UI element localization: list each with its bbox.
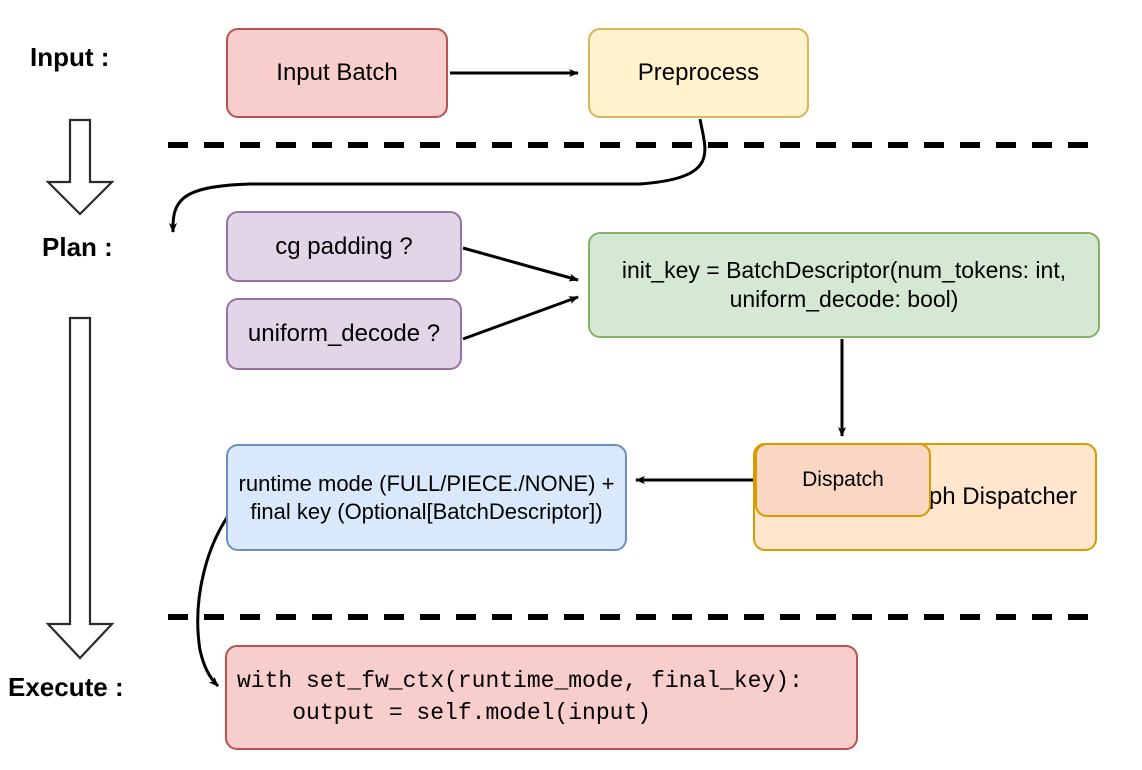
node-input-batch[interactable]: Input Batch (226, 28, 448, 118)
node-cg-padding[interactable]: cg padding ? (226, 211, 462, 282)
input-to-plan-arrow (45, 118, 115, 216)
connector-runtime-mode-to-code-block (196, 502, 240, 688)
connector-preprocess-to-cg-padding (169, 118, 707, 233)
connector-cg-padding-to-init-key (462, 246, 579, 282)
stage-label-execute: Execute : (8, 672, 124, 702)
node-init-key[interactable]: init_key = BatchDescriptor(num_tokens: i… (588, 232, 1100, 338)
node-dispatch[interactable]: Dispatch (755, 443, 931, 517)
plan-to-execute-arrow (45, 316, 115, 660)
connector-uniform-decode-to-init-key (462, 295, 579, 341)
stage-label-input: Input : (30, 42, 110, 72)
node-code-block[interactable]: with set_fw_ctx(runtime_mode, final_key)… (225, 645, 858, 750)
node-uniform-decode[interactable]: uniform_decode ? (226, 298, 462, 370)
node-preprocess[interactable]: Preprocess (588, 28, 809, 118)
stage-label-plan: Plan : (42, 232, 113, 262)
node-runtime-mode[interactable]: runtime mode (FULL/PIECE./NONE) + final … (226, 444, 627, 551)
